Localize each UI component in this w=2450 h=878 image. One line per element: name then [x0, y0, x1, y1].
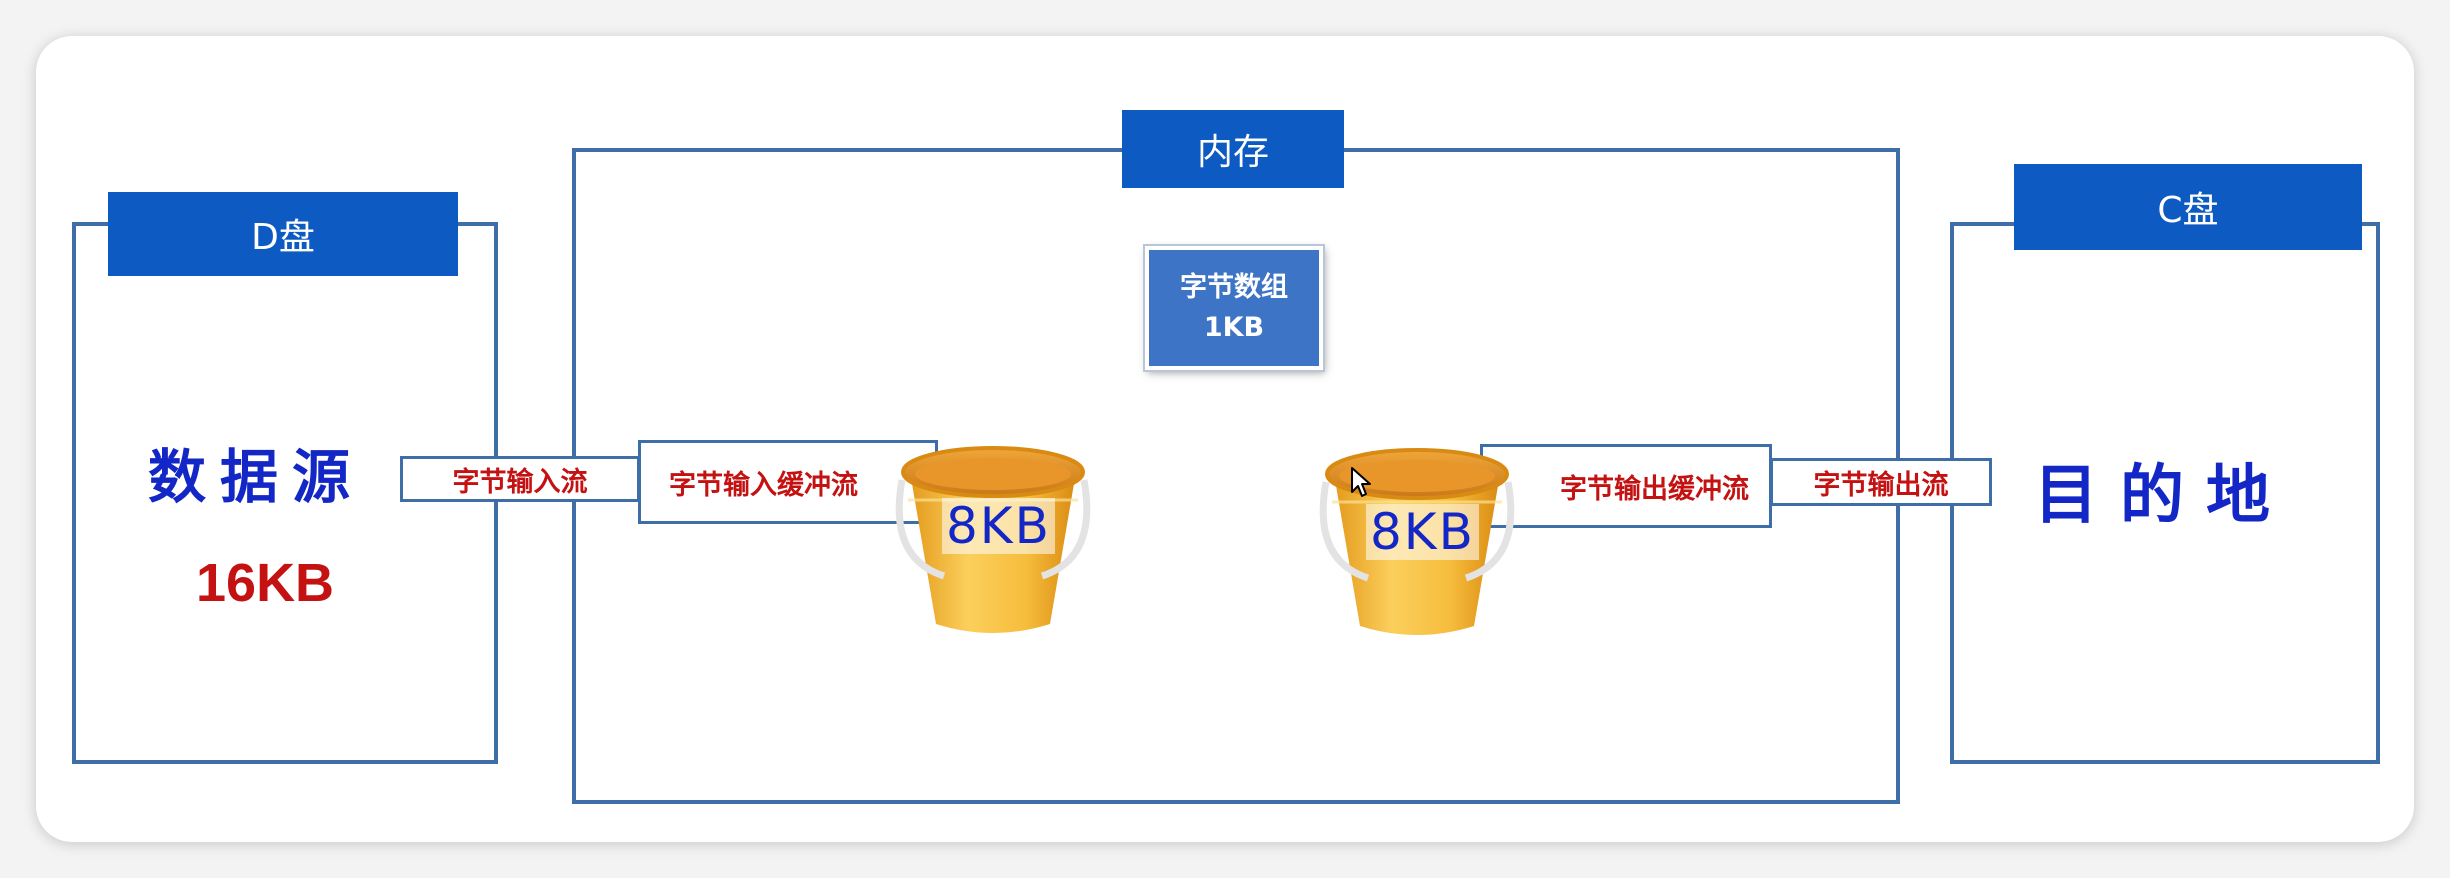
input-buffer-size: 8KB — [942, 498, 1055, 554]
byte-array: 字节数组 1KB — [1143, 244, 1325, 372]
destination-label: 目的地 — [2034, 459, 2292, 533]
byte-input-stream-label: 字节输入流 — [400, 456, 640, 502]
c-disk-box — [1950, 222, 2380, 764]
mouse-cursor-icon — [1351, 467, 1371, 497]
data-source-label: 数据源 — [148, 443, 365, 511]
memory-header: 内存 — [1122, 110, 1344, 188]
source-size: 16KB — [196, 553, 335, 613]
byte-array-title: 字节数组 — [1180, 272, 1288, 303]
byte-array-size: 1KB — [1203, 312, 1265, 343]
buffered-input-stream-label: 字节输入缓冲流 — [638, 440, 938, 524]
output-buffer-size: 8KB — [1366, 504, 1479, 560]
buffered-output-stream-label: 字节输出缓冲流 — [1480, 444, 1772, 528]
c-disk-header: C盘 — [2014, 164, 2362, 250]
byte-output-stream-label: 字节输出流 — [1770, 458, 1992, 506]
d-disk-header: D盘 — [108, 192, 458, 276]
